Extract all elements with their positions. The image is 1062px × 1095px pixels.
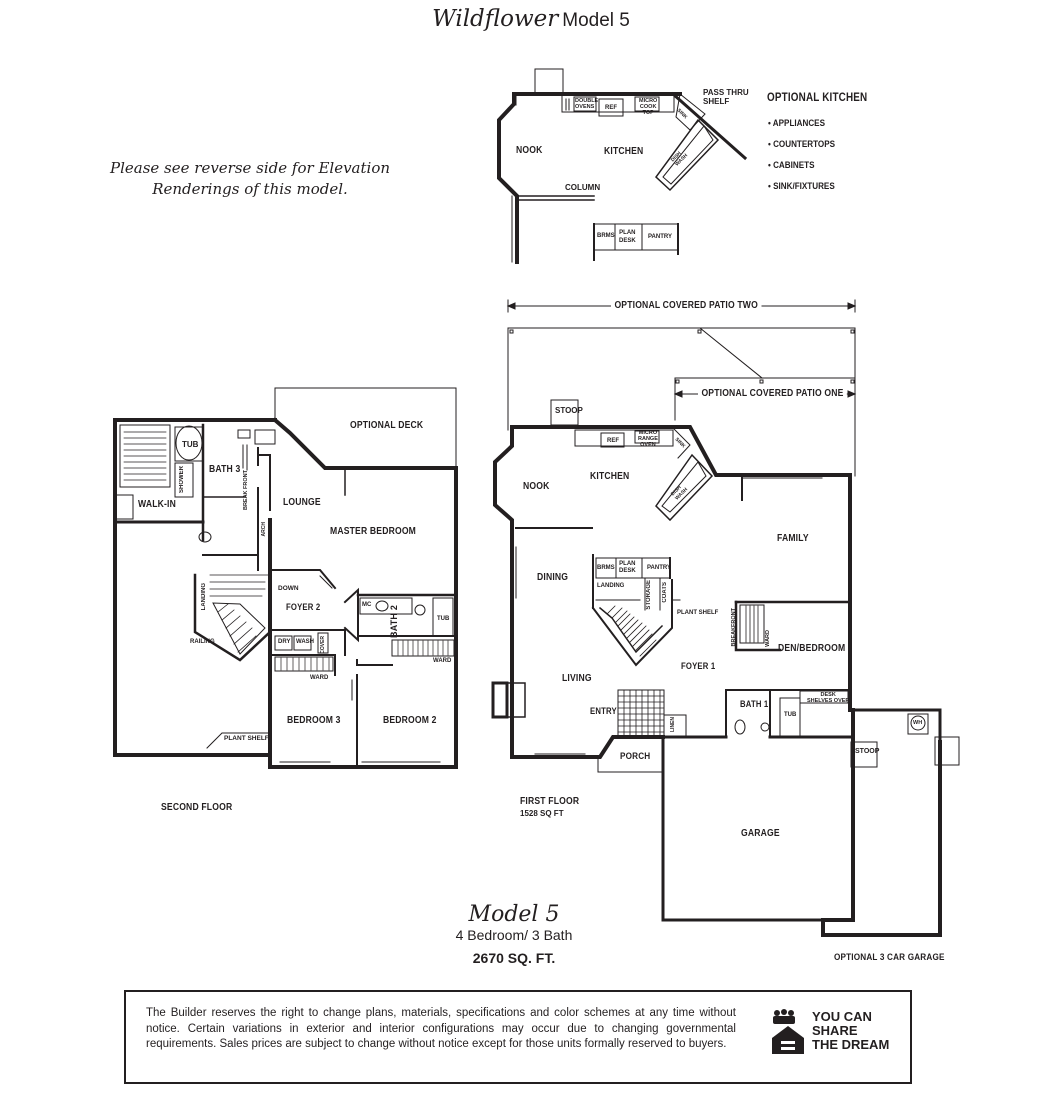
ff-den-bedroom: DEN/BEDROOM <box>778 643 846 654</box>
page-title: Wildflower Model 5 <box>0 6 1062 32</box>
sf-tub: TUB <box>182 440 199 449</box>
sf-lounge: LOUNGE <box>283 497 321 508</box>
ff-pantry: PANTRY <box>647 565 671 571</box>
summary-beds-baths: 4 Bedroom/ 3 Bath <box>455 927 573 943</box>
title-script: Wildflower <box>432 6 559 32</box>
ff-family: FAMILY <box>777 533 809 544</box>
sf-tub2: TUB <box>437 616 450 622</box>
ok-heading: OPTIONAL KITCHEN <box>767 92 868 104</box>
ff-sqft: 1528 SQ FT <box>520 809 564 818</box>
ff-optional-garage: OPTIONAL 3 CAR GARAGE <box>834 952 945 963</box>
disclaimer-box: The Builder reserves the right to change… <box>124 990 912 1084</box>
sf-bedroom3: BEDROOM 3 <box>287 715 341 726</box>
sf-cover: COVER <box>320 636 326 654</box>
ff-porch: PORCH <box>620 751 651 762</box>
ff-desk: DESK SHELVES OVER <box>807 692 850 704</box>
ok-kitchen: KITCHEN <box>604 146 644 157</box>
ok-nook: NOOK <box>516 145 543 156</box>
sf-bedroom2: BEDROOM 2 <box>383 715 437 726</box>
ff-dining: DINING <box>537 572 569 583</box>
sf-down: DOWN <box>278 585 299 592</box>
summary-model: Model 5 <box>468 902 560 927</box>
ok-item: • CABINETS <box>768 160 815 170</box>
first-floor-walls <box>491 299 960 937</box>
sf-ward1: WARD <box>433 658 452 664</box>
ff-brms: BRMS <box>597 565 615 571</box>
ok-item: • APPLIANCES <box>768 118 825 128</box>
sf-shower: SHOWER <box>179 466 185 493</box>
ok-items: • APPLIANCES • COUNTERTOPS • CABINETS • … <box>768 118 843 202</box>
sf-bath2: BATH 2 <box>389 604 399 638</box>
ff-micro: MICRO RANGE OVEN <box>638 430 658 448</box>
dream-logo-text: YOU CAN SHARE THE DREAM <box>812 1009 890 1052</box>
elevation-note-line1: Please see reverse side for Elevation <box>110 159 391 177</box>
sf-bath3: BATH 3 <box>209 464 241 475</box>
ok-column: COLUMN <box>565 183 601 192</box>
second-floor-walls <box>113 387 458 769</box>
sf-walk-in: WALK-IN <box>138 499 176 510</box>
ff-living: LIVING <box>562 673 592 684</box>
ff-stoop: STOOP <box>555 406 583 415</box>
ff-breakfront: BREAKFRONT <box>731 608 737 647</box>
ok-pass-thru: PASS THRU SHELF <box>703 88 749 106</box>
ff-tub: TUB <box>784 712 797 718</box>
ff-stoop2: STOOP <box>855 748 880 755</box>
ff-nook: NOOK <box>523 481 550 492</box>
disclaimer-text: The Builder reserves the right to change… <box>146 1007 736 1050</box>
sf-landing: LANDING <box>201 583 207 611</box>
ff-storage: STORAGE <box>646 580 652 610</box>
sf-wash: WASH <box>296 639 314 645</box>
ff-plan-desk: PLAN DESK <box>619 561 636 574</box>
ff-coats: COATS <box>662 582 668 603</box>
ok-item: • SINK/FIXTURES <box>768 181 835 191</box>
title-model: Model 5 <box>562 10 630 31</box>
sf-master-bedroom: MASTER BEDROOM <box>330 526 417 537</box>
ok-micro: MICRO COOK TOP <box>639 98 658 116</box>
elevation-note-line2: Renderings of this model. <box>152 180 348 198</box>
ok-pantry: PANTRY <box>648 234 672 240</box>
ff-bath1: BATH 1 <box>740 699 769 709</box>
sf-railing: RAILING <box>190 639 215 645</box>
model-summary: Model 5 4 Bedroom/ 3 Bath 2670 SQ. FT. <box>414 903 614 967</box>
ff-patio-one: OPTIONAL COVERED PATIO ONE <box>698 388 847 399</box>
ff-ref: REF <box>607 438 619 444</box>
ok-double-ovens: DOUBLE OVENS <box>575 98 599 110</box>
ff-patio-two: OPTIONAL COVERED PATIO TWO <box>611 300 762 311</box>
summary-sqft: 2670 SQ. FT. <box>472 950 556 966</box>
ff-ward: WARD <box>765 630 771 647</box>
elevation-note: Please see reverse side for Elevation Re… <box>110 158 390 200</box>
ff-plant-shelf: PLANT SHELF <box>677 610 719 616</box>
sf-plant-shelf: PLANT SHELF <box>224 735 269 742</box>
equal-housing-icon <box>772 1009 804 1054</box>
ff-wh: WH <box>913 720 923 726</box>
sf-caption: SECOND FLOOR <box>161 802 233 813</box>
sf-dry: DRY <box>278 639 291 645</box>
ff-garage: GARAGE <box>741 828 780 839</box>
sf-optional-deck: OPTIONAL DECK <box>350 420 424 431</box>
sf-arch: ARCH <box>261 522 267 537</box>
ff-caption: FIRST FLOOR <box>520 796 580 807</box>
ok-ref: REF <box>605 105 617 111</box>
ff-entry: ENTRY <box>590 706 617 716</box>
sf-ward2: WARD <box>310 675 329 681</box>
ff-landing: LANDING <box>597 583 625 589</box>
ff-kitchen: KITCHEN <box>590 471 630 482</box>
sf-foyer2: FOYER 2 <box>286 602 321 612</box>
optional-kitchen-walls <box>497 68 748 264</box>
ok-brms: BRMS <box>597 233 615 239</box>
ff-foyer1: FOYER 1 <box>681 661 716 671</box>
sf-break-front: BREAK FRONT <box>243 470 249 511</box>
ff-linen: LINEN <box>670 717 676 732</box>
ok-item: • COUNTERTOPS <box>768 139 836 149</box>
sf-mc: MC <box>362 602 372 608</box>
ok-plan-desk: PLAN DESK <box>619 230 636 244</box>
